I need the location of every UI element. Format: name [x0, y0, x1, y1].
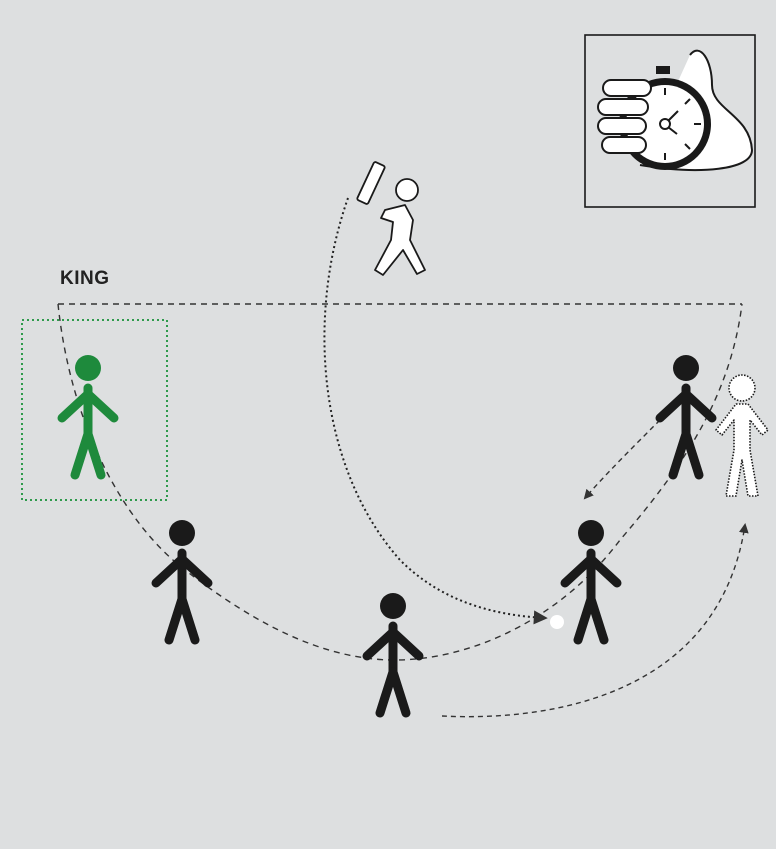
king-label: KING [60, 268, 110, 290]
rotation-arrow-upper [585, 420, 660, 498]
fielder-icon [156, 520, 208, 640]
fielder-icon [367, 593, 419, 713]
stopwatch-in-hand-icon [585, 35, 755, 207]
ball-icon [550, 615, 564, 629]
batter-icon [357, 161, 425, 275]
fielder-icon [660, 355, 712, 475]
fielder-icon [565, 520, 617, 640]
king-box [22, 320, 167, 500]
outlined-player-icon [716, 375, 768, 496]
ball-path [324, 198, 545, 618]
